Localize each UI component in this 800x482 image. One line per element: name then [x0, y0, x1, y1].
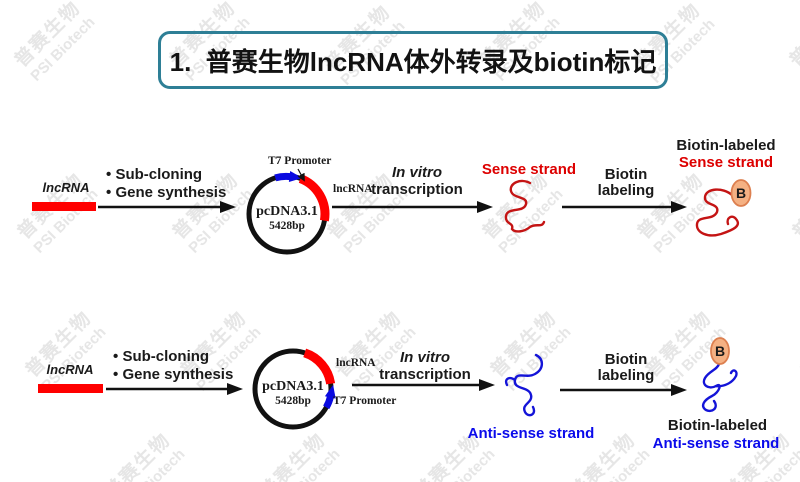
- transcription-label-row1: transcription: [371, 181, 463, 198]
- antisense-strand-squiggle: [504, 353, 544, 417]
- plasmid-insert-label-row2: lncRNA: [336, 357, 376, 369]
- plasmid-name-row2: pcDNA3.1: [262, 379, 324, 394]
- plasmid-insert-arc-row1: [298, 174, 330, 222]
- sense-strand-label: Sense strand: [481, 161, 577, 178]
- invitro-label-row1: In vitro: [391, 164, 442, 181]
- page-title: 1. 普赛生物lncRNA体外转录及biotin标记: [169, 46, 657, 77]
- plasmid-size-row1: 5428bp: [269, 220, 305, 232]
- step-item: • Sub-cloning: [106, 166, 203, 183]
- t7-promoter-label-row2: T7 Promoter: [333, 395, 397, 407]
- t7-promoter-arrow-row1: [274, 171, 303, 182]
- plasmid-insert-label-row1: lncRNA: [333, 183, 373, 195]
- transcription-label-row2: transcription: [379, 366, 471, 383]
- steps-row1: • Sub-cloning • Gene synthesis: [106, 166, 226, 202]
- steps-row2: • Sub-cloning • Gene synthesis: [113, 348, 233, 384]
- biotin-sense-strand-squiggle: [695, 188, 740, 237]
- labeling-label-row1: labeling: [597, 182, 655, 199]
- antisense-strand-label: Anti-sense strand: [467, 425, 595, 442]
- lncrna-bar-row1: [32, 202, 96, 211]
- biotin-label-row1: Biotin: [604, 166, 648, 183]
- sense-strand-squiggle: [504, 179, 546, 233]
- biotin-label-row2: Biotin: [604, 351, 648, 368]
- step-item: • Sub-cloning: [113, 348, 210, 365]
- biotin-tag-ellipse-row1: [730, 179, 752, 207]
- title-box: 1. 普赛生物lncRNA体外转录及biotin标记: [158, 31, 668, 89]
- t7-promoter-arrow-row2: [323, 384, 336, 410]
- biotin-antisense-strand-squiggle: [701, 362, 738, 413]
- plasmid-size-row2: 5428bp: [275, 395, 311, 407]
- plasmid-name-row1: pcDNA3.1: [256, 204, 318, 219]
- biotin-tag-letter-row1: B: [735, 185, 747, 201]
- t7-pointer-row1: [297, 168, 305, 182]
- step-item: • Gene synthesis: [106, 184, 227, 201]
- biotin-tag-letter-row2: B: [714, 343, 726, 359]
- result-title-row1: Biotin-labeled: [676, 137, 776, 154]
- invitro-label-row2: In vitro: [399, 349, 450, 366]
- plasmid-insert-arc-row2: [303, 348, 336, 385]
- step-item: • Gene synthesis: [113, 366, 234, 383]
- labeling-label-row2: labeling: [597, 367, 655, 384]
- lncrna-source-label-row1: lncRNA: [42, 180, 90, 195]
- biotin-tag-ellipse-row2: [710, 337, 730, 365]
- result-title-row2: Biotin-labeled: [667, 417, 768, 434]
- lncrna-bar-row2: [38, 384, 103, 393]
- result-strand-row2: Anti-sense strand: [652, 435, 780, 452]
- t7-promoter-label-row1: T7 Promoter: [268, 155, 332, 167]
- lncrna-source-label-row2: lncRNA: [46, 362, 94, 377]
- result-strand-row1: Sense strand: [678, 154, 774, 171]
